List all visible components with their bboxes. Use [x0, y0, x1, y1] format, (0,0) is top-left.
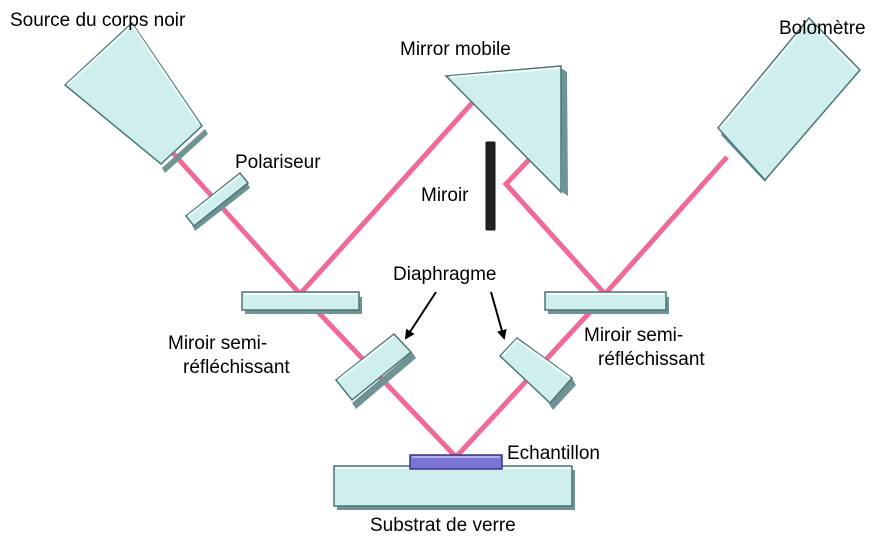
moving-mirror [444, 65, 568, 196]
source-label: Source du corps noir [10, 10, 186, 31]
polarizer [184, 171, 250, 231]
beam-left-to-sample [316, 310, 458, 459]
polarizer-label: Polariseur [235, 152, 321, 173]
substrate-label: Substrat de verre [370, 515, 516, 536]
sample [409, 454, 503, 470]
fixed-mirror [485, 141, 496, 231]
diaphragm-label: Diaphragme [393, 264, 497, 285]
arrow-to-left-diaphragm [404, 291, 437, 340]
diaphragm-left [334, 332, 416, 409]
beam-right-splitter-to-bolometer [603, 155, 729, 296]
glass-substrate [333, 465, 575, 510]
beam-sample-to-right [454, 310, 592, 459]
bolometer [717, 16, 862, 182]
fixed-mirror-label: Miroir [421, 185, 469, 206]
semi-mirror-left [241, 291, 362, 314]
diaphragm-right [498, 337, 576, 410]
blackbody-source [63, 21, 208, 173]
beam-path [170, 78, 729, 459]
semi-mirror-right-label-line1: Miroir semi- [584, 325, 684, 346]
moving-mirror-label: Mirror mobile [400, 39, 511, 60]
semi-mirror-left-label-line1: Miroir semi- [168, 333, 268, 354]
arrow-to-right-diaphragm [490, 291, 507, 340]
semi-mirror-right-label-line2: réfléchissant [598, 349, 705, 370]
bolometer-label: Bolomètre [779, 18, 866, 39]
sample-label: Echantillon [507, 443, 600, 464]
semi-mirror-left-label-line2: réfléchissant [183, 357, 290, 378]
semi-mirror-right [544, 291, 669, 314]
beam-source-to-left-splitter [170, 150, 302, 296]
